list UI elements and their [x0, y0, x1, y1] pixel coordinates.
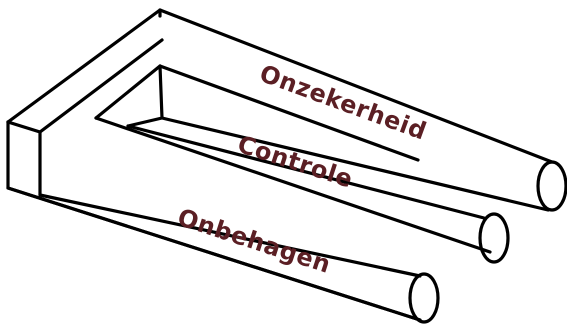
fork-inner-recess: [94, 64, 164, 128]
fork-upper-prong-bottom-edge: [160, 116, 550, 212]
prong-end-bottom: [408, 272, 440, 324]
fork-lower-prong-top-edge: [38, 193, 422, 278]
fork-middle-prong-edge: [126, 124, 486, 220]
fork-inner-bottom-edge: [94, 116, 492, 254]
fork-left-inner-edge: [6, 120, 42, 197]
fork-top-front-edge: [38, 38, 164, 134]
prong-end-top: [536, 160, 567, 212]
prong-end-middle: [478, 212, 510, 264]
fork-lower-prong-bottom-edge: [6, 186, 422, 322]
fork-inner-top-edge: [158, 64, 420, 162]
